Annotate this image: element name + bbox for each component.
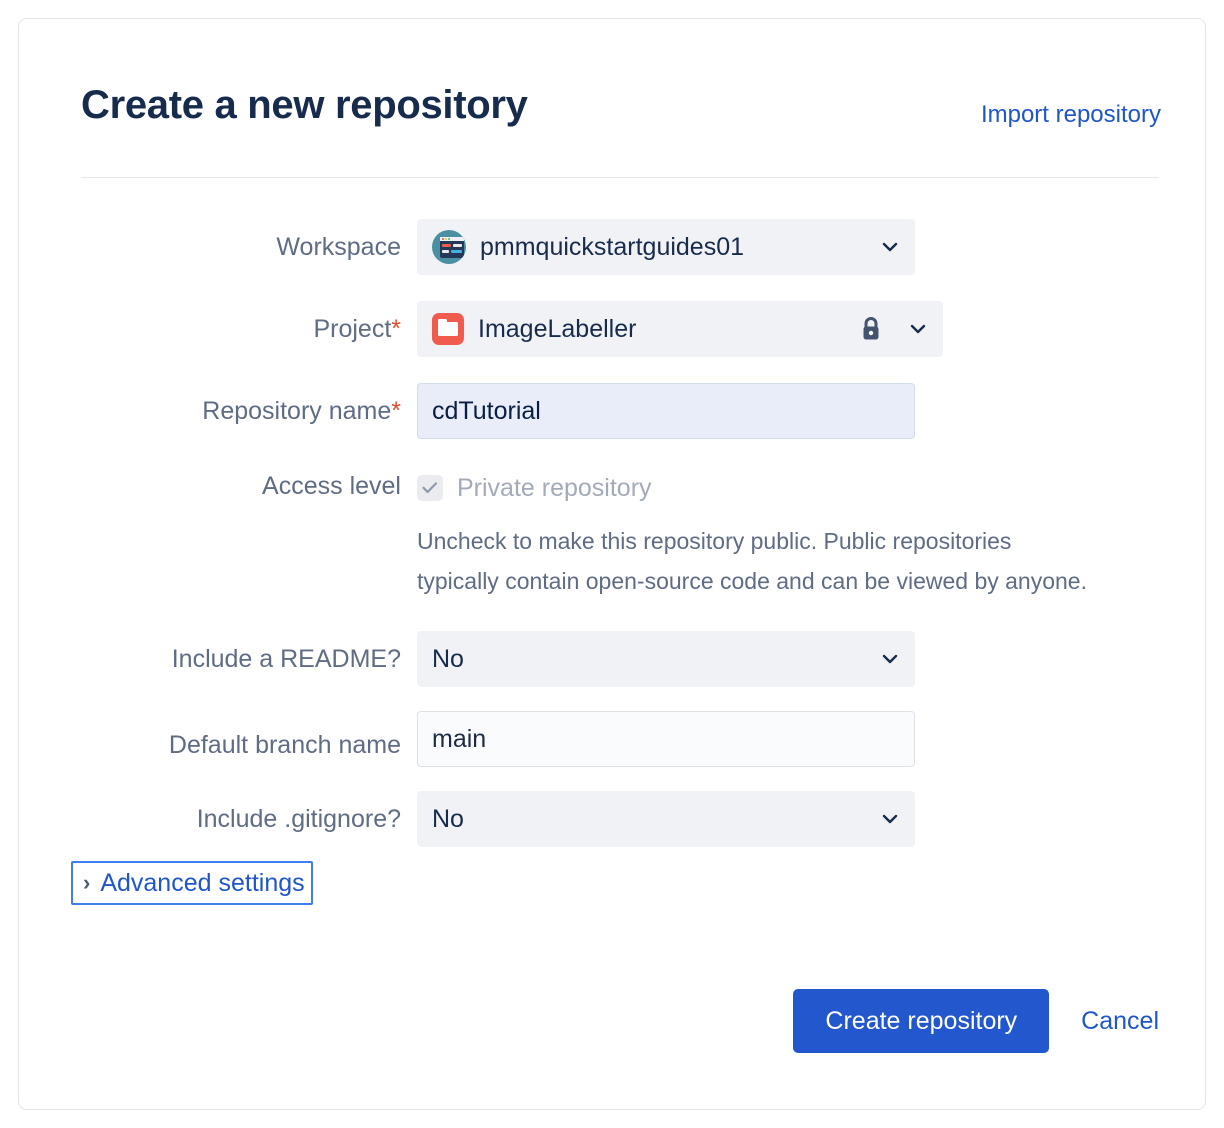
workspace-label: Workspace xyxy=(276,233,401,261)
include-gitignore-value: No xyxy=(432,804,464,833)
include-readme-label: Include a README? xyxy=(171,645,401,673)
repository-name-label-text: Repository name xyxy=(202,397,392,425)
create-repository-button[interactable]: Create repository xyxy=(793,989,1050,1053)
default-branch-name-row: Default branch name main xyxy=(81,711,1181,767)
project-select[interactable]: ImageLabeller xyxy=(417,301,943,357)
workspace-avatar-icon xyxy=(432,230,466,264)
project-label-text: Project xyxy=(313,315,392,343)
cancel-button[interactable]: Cancel xyxy=(1081,1007,1159,1035)
project-label: Project* xyxy=(81,301,417,345)
include-readme-value: No xyxy=(432,644,464,673)
include-gitignore-row: Include .gitignore? No xyxy=(81,791,1181,847)
private-repository-checkbox[interactable] xyxy=(417,475,443,501)
advanced-settings-toggle[interactable]: › Advanced settings xyxy=(71,861,313,905)
chevron-down-icon xyxy=(882,814,898,824)
access-level-label: Access level xyxy=(262,472,401,500)
include-readme-select[interactable]: No xyxy=(417,631,915,687)
repository-form: Workspace pmmquickstartguides01 xyxy=(71,219,1181,905)
advanced-settings-row: › Advanced settings xyxy=(71,861,1181,905)
chevron-right-icon: › xyxy=(83,870,91,895)
workspace-value: pmmquickstartguides01 xyxy=(480,232,745,261)
private-repository-checkbox-row[interactable]: Private repository xyxy=(417,463,1181,509)
workspace-select[interactable]: pmmquickstartguides01 xyxy=(417,219,915,275)
project-folder-icon xyxy=(432,313,464,345)
access-level-row: Access level Private repository Uncheck … xyxy=(81,463,1181,601)
form-actions: Create repository Cancel xyxy=(81,989,1159,1053)
chevron-down-icon xyxy=(882,242,898,252)
project-row: Project* ImageLabeller xyxy=(81,301,1181,357)
workspace-row: Workspace pmmquickstartguides01 xyxy=(81,219,1181,275)
chevron-down-icon xyxy=(910,324,926,334)
default-branch-name-input[interactable]: main xyxy=(417,711,915,767)
project-value: ImageLabeller xyxy=(478,314,637,343)
checkmark-icon xyxy=(422,482,438,494)
project-required-asterisk: * xyxy=(391,315,401,343)
header-divider xyxy=(81,177,1159,178)
default-branch-name-value: main xyxy=(432,724,487,753)
repository-name-required-asterisk: * xyxy=(391,397,401,425)
import-repository-link[interactable]: Import repository xyxy=(980,101,1161,128)
repository-name-label: Repository name* xyxy=(81,383,417,427)
repository-name-input[interactable]: cdTutorial xyxy=(417,383,915,439)
repository-name-value: cdTutorial xyxy=(432,396,541,425)
lock-icon xyxy=(858,315,884,343)
include-gitignore-label: Include .gitignore? xyxy=(196,805,401,833)
repository-name-row: Repository name* cdTutorial xyxy=(81,383,1181,439)
default-branch-name-label: Default branch name xyxy=(168,731,401,759)
advanced-settings-label: Advanced settings xyxy=(100,869,305,897)
page-title: Create a new repository xyxy=(81,83,528,127)
include-readme-row: Include a README? No xyxy=(81,631,1181,687)
create-repository-card: Create a new repository Import repositor… xyxy=(18,18,1206,1110)
access-level-help-text: Uncheck to make this repository public. … xyxy=(417,528,1087,594)
private-repository-label: Private repository xyxy=(457,474,652,502)
include-gitignore-select[interactable]: No xyxy=(417,791,915,847)
chevron-down-icon xyxy=(882,654,898,664)
